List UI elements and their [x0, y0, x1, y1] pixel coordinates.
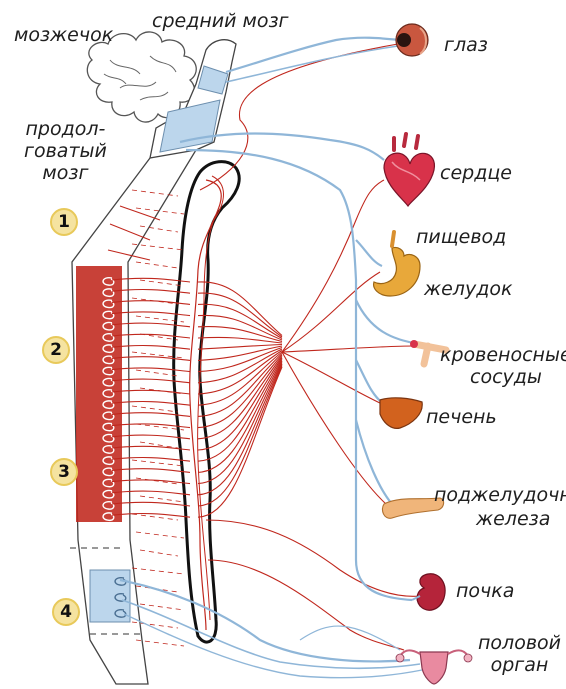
label-medulla: продол- говатый мозг	[24, 118, 107, 184]
section-badge-2: 2	[42, 336, 70, 364]
label-pancreas: поджелудочная	[434, 484, 566, 506]
section-badge-1: 1	[50, 208, 78, 236]
stomach-organ	[374, 232, 420, 296]
eye-organ	[396, 24, 428, 56]
dashed-fiber	[132, 460, 184, 466]
organ-fiber	[282, 272, 380, 352]
label-eye: глаз	[444, 34, 488, 56]
section-badge-4: 4	[52, 598, 80, 626]
label-kidney: почка	[456, 580, 514, 602]
label-vessels-line1: кровеносные	[440, 344, 566, 366]
organ-fiber	[282, 352, 386, 504]
dashed-fiber	[140, 550, 178, 556]
organ-fiber	[282, 346, 414, 352]
dashed-fiber	[136, 532, 184, 538]
dashed-fiber	[132, 406, 178, 412]
kidney-organ	[412, 574, 445, 610]
label-midbrain: средний мозг	[152, 10, 289, 32]
dashed-fiber	[140, 496, 184, 502]
organ-fiber	[206, 520, 420, 596]
dashed-fiber	[136, 262, 178, 268]
label-liver: печень	[426, 406, 497, 428]
label-vessels-line2: сосуды	[470, 366, 542, 388]
label-heart: сердце	[440, 162, 512, 184]
label-pancreas-line1: поджелудочная	[434, 484, 566, 506]
genital-organ	[396, 650, 472, 684]
heart-organ	[384, 134, 434, 206]
organ-fiber	[282, 180, 384, 352]
label-esophagus: пищевод	[416, 226, 506, 248]
dashed-fiber	[132, 244, 184, 250]
postganglionic-fiber	[198, 360, 282, 462]
section-badge-3: 3	[50, 458, 78, 486]
label-vessels: кровеносные	[440, 344, 566, 366]
dashed-fiber	[136, 370, 178, 376]
label-genital: половой орган	[478, 632, 561, 676]
label-cerebellum: мозжечок	[14, 24, 113, 46]
dashed-fiber	[132, 568, 184, 574]
dashed-fiber	[136, 478, 178, 484]
label-pancreas-line2: железа	[476, 508, 550, 530]
label-stomach: желудок	[424, 278, 512, 300]
sympathetic-chain	[174, 162, 239, 642]
liver-organ	[380, 398, 422, 429]
